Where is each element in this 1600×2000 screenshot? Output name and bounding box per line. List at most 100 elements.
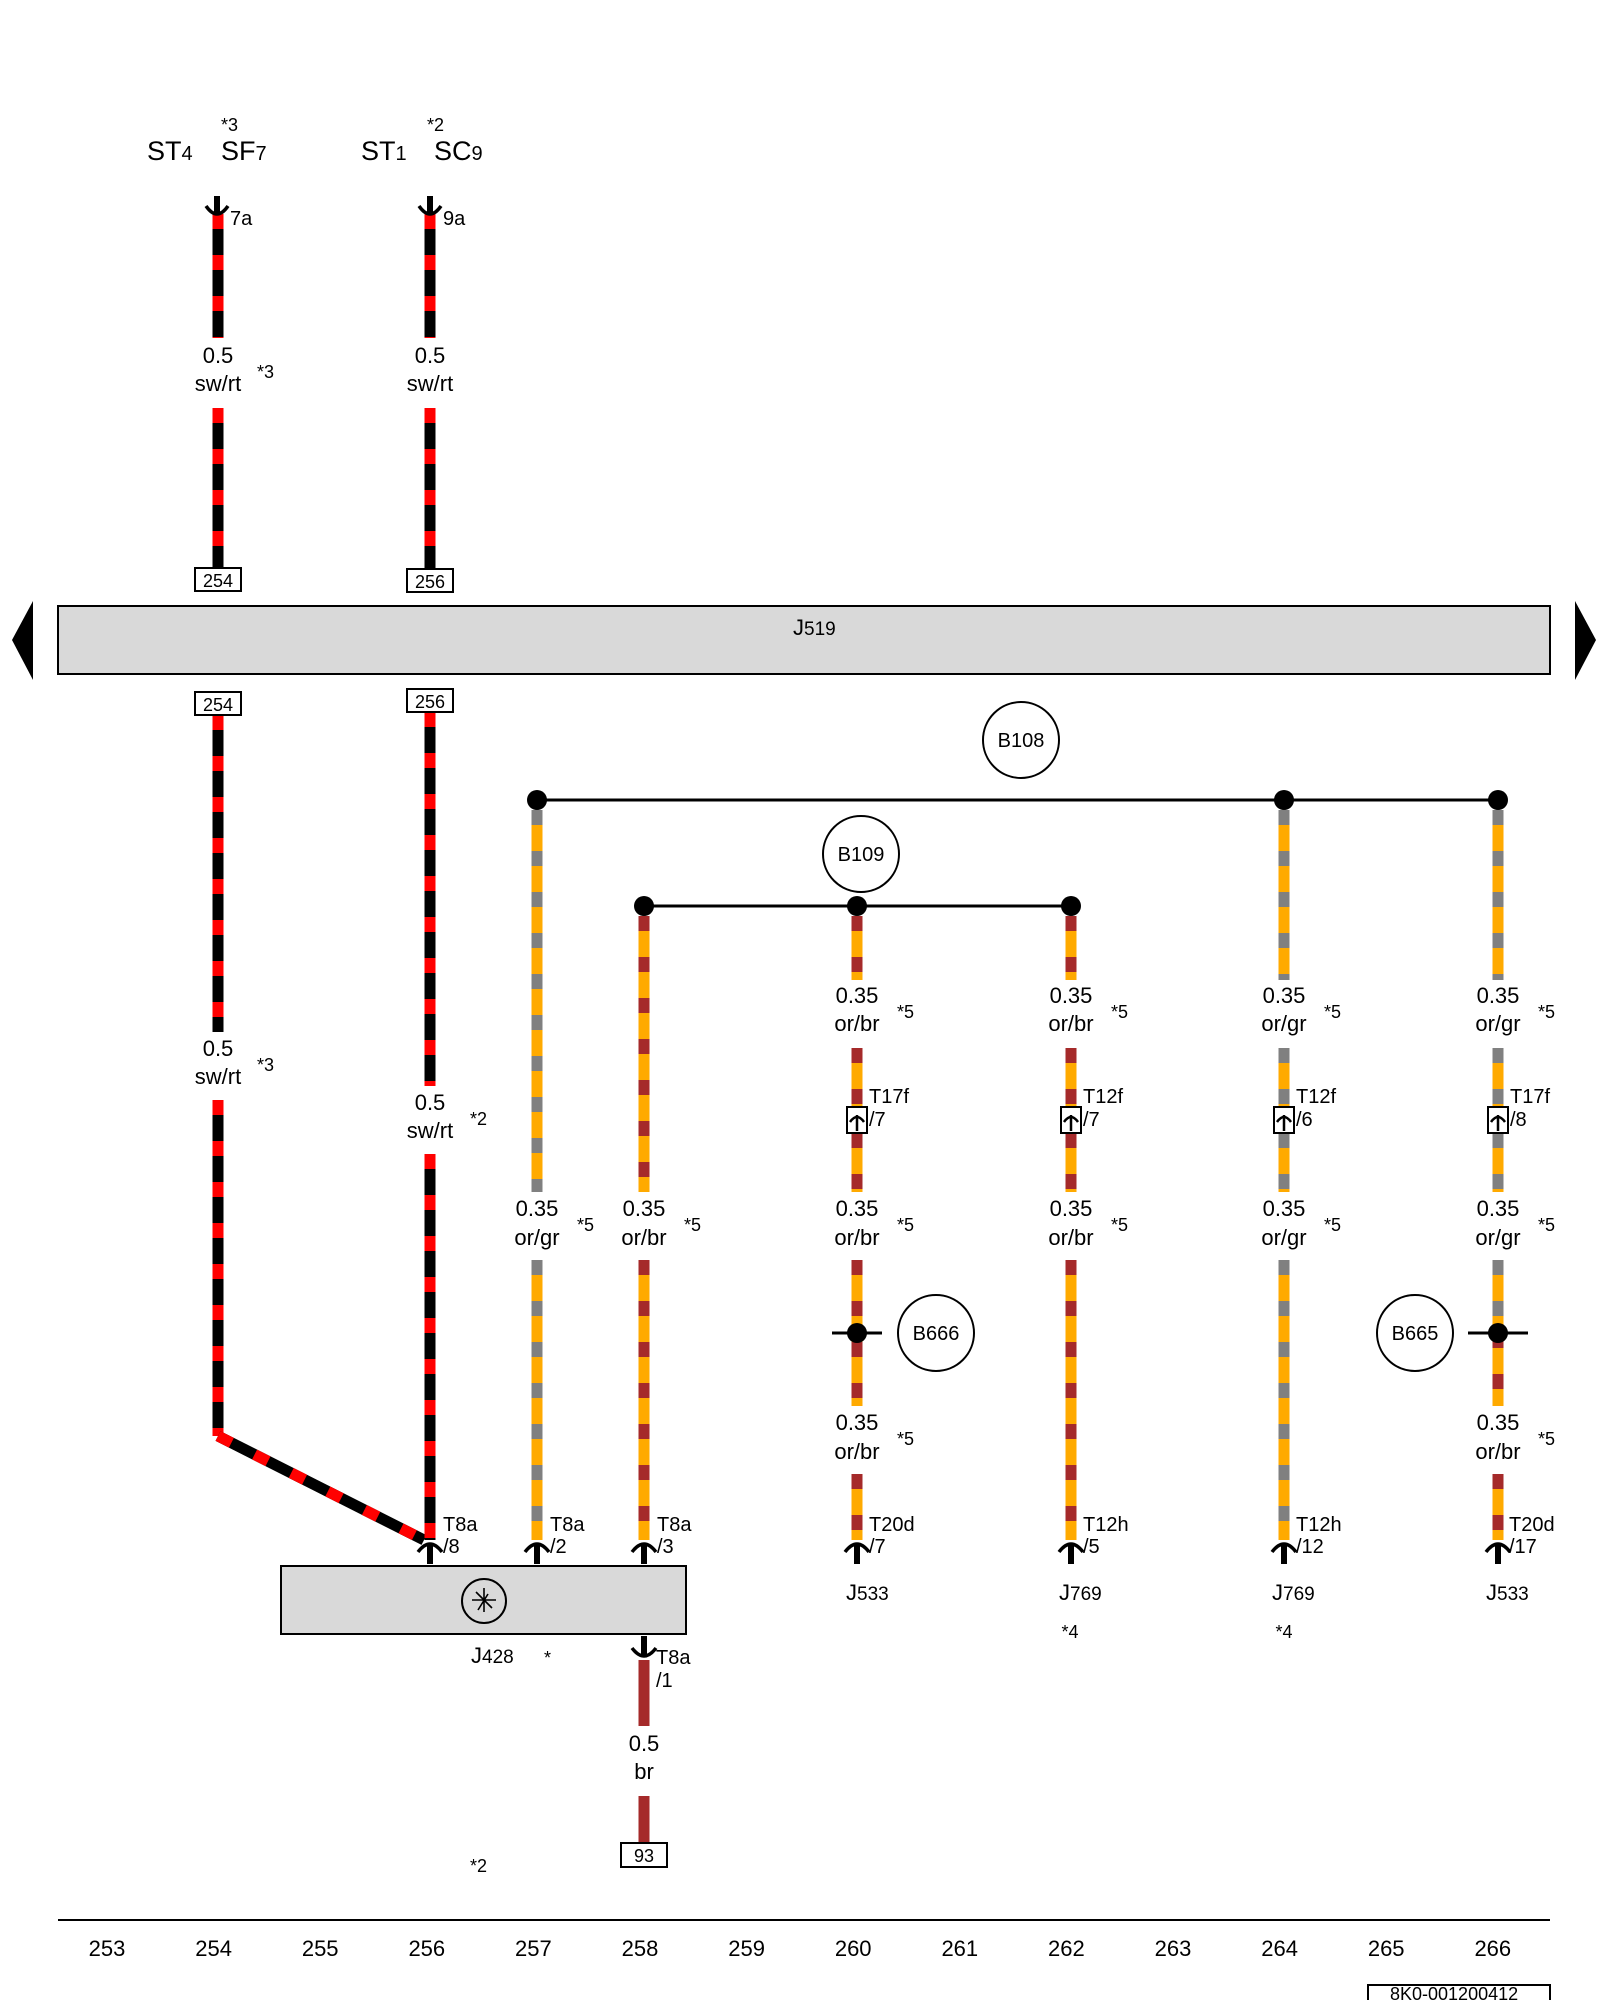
source-st1-sc9: *2 ST1 SC9 [361,115,483,166]
svg-text:B109: B109 [838,844,885,866]
wire-color: sw/rt [195,371,241,396]
component-label: J769 [1272,1580,1315,1605]
wire-note: *5 [1538,1429,1555,1449]
svg-text:256: 256 [415,692,445,712]
splice-badge [822,815,900,893]
terminal-t12h-12: T12h /12 [1270,1514,1342,1564]
splice-node [847,896,867,916]
svg-text:T17f: T17f [869,1086,909,1108]
wire-color: sw/rt [407,371,453,396]
svg-text:T8a: T8a [656,1647,691,1669]
svg-text:/7: /7 [869,1536,886,1558]
svg-text:8K0-001200412: 8K0-001200412 [1390,1984,1518,2000]
arrow-left-icon [12,601,33,680]
component-label: J769 [1059,1580,1102,1605]
wire-note: *5 [897,1429,914,1449]
connector-pin-icon [1062,1115,1080,1131]
wire-color: or/br [1048,1225,1093,1250]
ruler-label: 253 [89,1936,126,1961]
wire-note: *5 [1538,1215,1555,1235]
svg-text:/12: /12 [1296,1536,1324,1558]
svg-text:/1: /1 [656,1670,673,1692]
splice-badge [1376,1294,1454,1372]
splice-node [1274,790,1294,810]
terminal-pin-icon [1281,1544,1287,1564]
svg-text:B665: B665 [1392,1323,1439,1345]
terminal-t20d-7: T20d /7 [843,1514,915,1564]
svg-text:/6: /6 [1296,1109,1313,1131]
ruler-label: 256 [408,1936,445,1961]
ruler-label: 259 [728,1936,765,1961]
footnote: *2 [470,1856,487,1876]
wire-size: 0.35 [836,1196,879,1221]
ruler-label: 261 [941,1936,978,1961]
wire-size: 0.35 [623,1196,666,1221]
terminal-pin-label: 7a [230,208,253,230]
svg-text:B108: B108 [998,730,1045,752]
svg-text:T8a: T8a [550,1514,585,1536]
end-terminals: T8a /8 T8a /2 T8a /3 T20d /7 T12h [416,1514,1555,1692]
wire-color: sw/rt [407,1118,453,1143]
wire-layer [212,214,1504,1843]
ruler-label: 260 [835,1936,872,1961]
wire-color: or/br [1048,1011,1093,1036]
ruler-label: 262 [1048,1936,1085,1961]
terminal-7a: 7a [204,196,253,230]
ruler-label: 258 [622,1936,659,1961]
wire-size: 0.35 [1050,983,1093,1008]
source-name-b: SF7 [221,136,267,166]
terminal-t8a-1: T8a /1 [630,1636,691,1692]
splice-node [1488,790,1508,810]
splice-b108: B108 [527,701,1508,810]
terminal-pin-icon [427,1544,433,1564]
source-name-b: SC9 [434,136,483,166]
ground-ref-93: 93 [620,1842,668,1868]
wire-size: 0.35 [836,1410,879,1435]
splice-node [634,896,654,916]
svg-text:256: 256 [415,572,445,592]
bus-bar [57,605,1551,675]
svg-text:T20d: T20d [869,1514,915,1536]
svg-text:254: 254 [203,571,233,591]
wire-size: 0.5 [629,1731,660,1756]
source-note: *3 [221,115,238,135]
terminal-t8a-3: T8a /3 [630,1514,692,1564]
sensor-icon [461,1578,507,1624]
component-note: *4 [1061,1622,1078,1642]
svg-text:93: 93 [634,1846,654,1866]
ruler-label: 266 [1474,1936,1511,1961]
splice-node [527,790,547,810]
component-label: J533 [846,1580,889,1605]
source-name-a: ST1 [361,136,407,166]
source-note: *2 [427,115,444,135]
connector-pin-icon [1275,1115,1293,1131]
terminal-t20d-17: T20d /17 [1484,1514,1555,1564]
splice-node [1061,896,1081,916]
svg-text:/7: /7 [1083,1109,1100,1131]
wire-color: or/br [621,1225,666,1250]
wire-size: 0.5 [203,1036,234,1061]
terminal-t12h-5: T12h /5 [1057,1514,1129,1564]
svg-text:T12f: T12f [1083,1086,1123,1108]
wire-color: or/gr [1261,1011,1306,1036]
wire-note: *5 [1538,1002,1555,1022]
ruler-label: 255 [302,1936,339,1961]
in-line-connector: T12f /7 [1060,1086,1123,1134]
source-st4-sf7: *3 ST4 SF7 [147,115,267,166]
wire-color: or/gr [514,1225,559,1250]
splice-b109: B109 [634,815,1081,916]
component-note: * [544,1648,551,1668]
in-line-connector: T12f /6 [1273,1086,1336,1134]
wire-note: *3 [257,362,274,382]
splice-node [847,1323,867,1343]
wire-color: or/br [834,1439,879,1464]
connector-pin-icon [848,1115,866,1131]
control-unit-label: J519 [793,615,836,640]
ruler-label: 257 [515,1936,552,1961]
svg-text:B666: B666 [913,1323,960,1345]
connector-box-top-256: 256 [406,568,454,593]
wire-size: 0.35 [836,983,879,1008]
svg-text:/7: /7 [869,1109,886,1131]
wire-note: *5 [684,1215,701,1235]
